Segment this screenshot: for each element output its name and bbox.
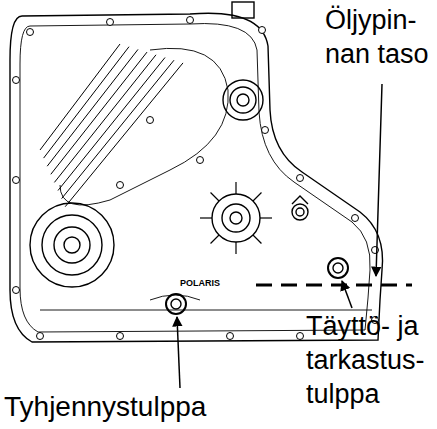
bolt-hole [227,333,234,340]
rib [62,60,174,198]
spoke [211,193,219,201]
oil-level-label: Öljypin- nan taso [325,4,435,72]
bolt-hole [13,287,20,294]
bolt-hole [262,127,269,134]
rib [40,44,120,150]
spoke [253,235,261,243]
bolt-hole [13,177,20,184]
spoke [235,182,236,194]
spoke [260,217,272,218]
bolt-hole [352,215,359,222]
bolt-hole [27,29,34,36]
rib [54,55,156,183]
leader-line [177,317,180,388]
spoke [200,217,212,218]
gear-spokes [200,182,272,254]
bolt-hole [187,17,194,24]
spoke [253,193,261,201]
bolt-hole [297,333,304,340]
rib [58,58,165,191]
fill-plug-label: Täyttö- ja tarkastus- tulppa [306,310,434,411]
rib [65,63,183,207]
rib [51,52,147,174]
bolt-hole [259,27,266,34]
drain-plug-label: Tyhjennystulppa [4,390,206,424]
leader-line [342,281,352,308]
bolt-hole [107,19,114,26]
rib [44,47,129,158]
bolt-hole [13,77,20,84]
brand-emboss: POLARIS [180,279,220,289]
oil-level-line [256,284,412,287]
spoke [211,235,219,243]
bolt-hole [197,157,204,164]
bolt-hole [117,182,124,189]
bolt-hole [147,117,154,124]
spoke [235,242,236,254]
bolt-holes [13,17,379,340]
bolt-hole [37,333,44,340]
bolt-hole [297,175,304,182]
leader-line [376,84,382,276]
bolt-hole [117,333,124,340]
ribs [40,44,183,207]
